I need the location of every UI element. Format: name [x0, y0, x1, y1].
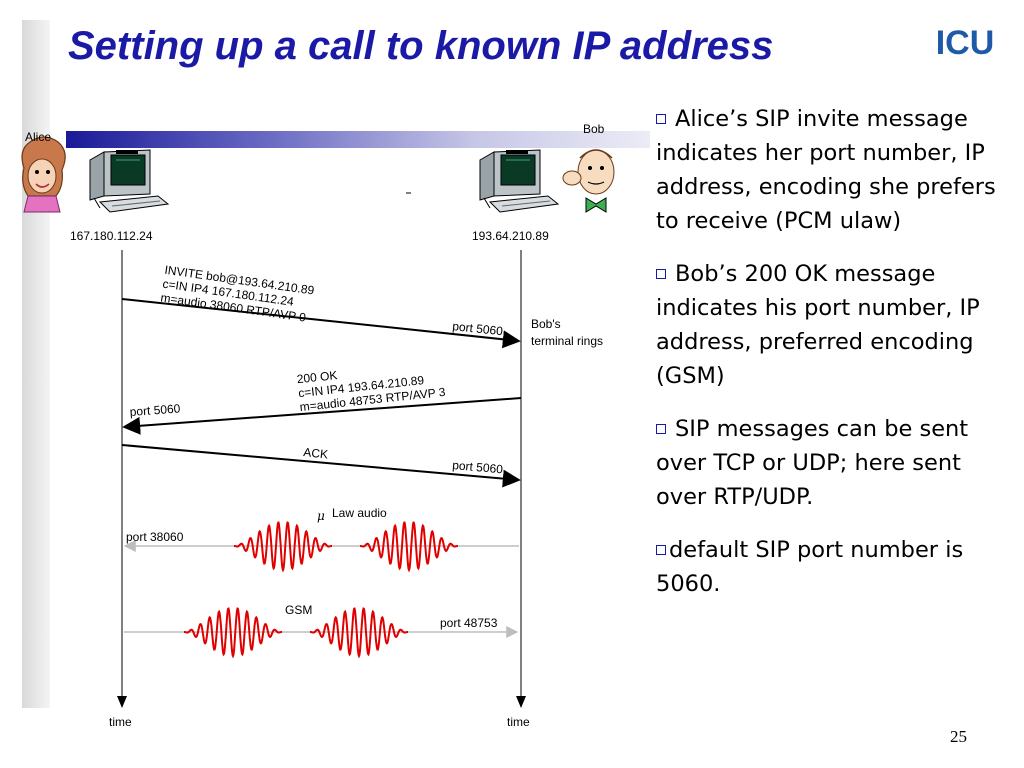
gsm-wave-2 — [310, 607, 408, 659]
alice-label: Alice — [25, 130, 51, 144]
bullet-item: default SIP port number is 5060. — [656, 537, 964, 597]
time-label-alice: time — [109, 715, 132, 729]
ulaw-wave-1 — [234, 521, 332, 573]
alice-avatar-icon — [21, 136, 66, 213]
bob-computer-icon — [479, 149, 560, 213]
bob-avatar-icon — [562, 149, 615, 213]
ok-arrow — [122, 397, 522, 435]
mu-symbol: μ — [317, 509, 325, 523]
ulaw-audio-label: Law audio — [332, 506, 387, 520]
alice-ip: 167.180.112.24 — [70, 229, 153, 243]
time-label-bob: time — [507, 715, 530, 729]
invite-port: port 5060 — [452, 319, 504, 338]
gsm-label: GSM — [285, 603, 312, 617]
bullet-item: SIP messages can be sent over TCP or UDP… — [656, 416, 969, 510]
bullet-box-icon — [656, 269, 666, 279]
bob-terminal-line-2: terminal rings — [531, 334, 603, 348]
bullet-box-icon — [656, 545, 666, 555]
alice-computer-icon — [89, 149, 170, 213]
bullet-item: Alice’s SIP invite message indicates her… — [656, 106, 996, 234]
header-gradient-bar — [66, 131, 650, 148]
bullet-box-icon — [656, 424, 666, 434]
icu-logo: ICU — [936, 24, 995, 62]
invite-arrow — [121, 298, 521, 349]
ulaw-wave-2 — [360, 521, 458, 573]
bob-terminal-line-1: Bob's — [531, 317, 561, 331]
svg-text:200 OK: 200 OK — [296, 368, 338, 386]
logo-text: ICU — [936, 24, 995, 62]
bullet-list: Alice’s SIP invite message indicates her… — [656, 102, 1012, 620]
port-38060: port 38060 — [126, 530, 184, 544]
ack-label: ACK — [303, 445, 329, 462]
port-48753: port 48753 — [440, 616, 498, 630]
page-number: 25 — [950, 727, 967, 746]
ok-port: port 5060 — [129, 401, 181, 419]
bob-label: Bob — [583, 122, 605, 136]
sip-call-diagram: Alice Bob 167.180.112.24 193.64.210.89 — [21, 122, 615, 729]
bullet-item: Bob’s 200 OK message indicates his port … — [656, 261, 980, 389]
gsm-wave-1 — [184, 607, 282, 659]
bullet-box-icon — [656, 114, 666, 124]
page-title: Setting up a call to known IP address — [68, 24, 774, 68]
invite-message-text: INVITE bob@193.64.210.89 c=IN IP4 167.18… — [160, 263, 316, 325]
ack-arrow — [121, 444, 521, 488]
ack-port: port 5060 — [452, 458, 504, 476]
slide-left-bar — [22, 20, 50, 708]
bob-ip: 193.64.210.89 — [472, 229, 549, 243]
